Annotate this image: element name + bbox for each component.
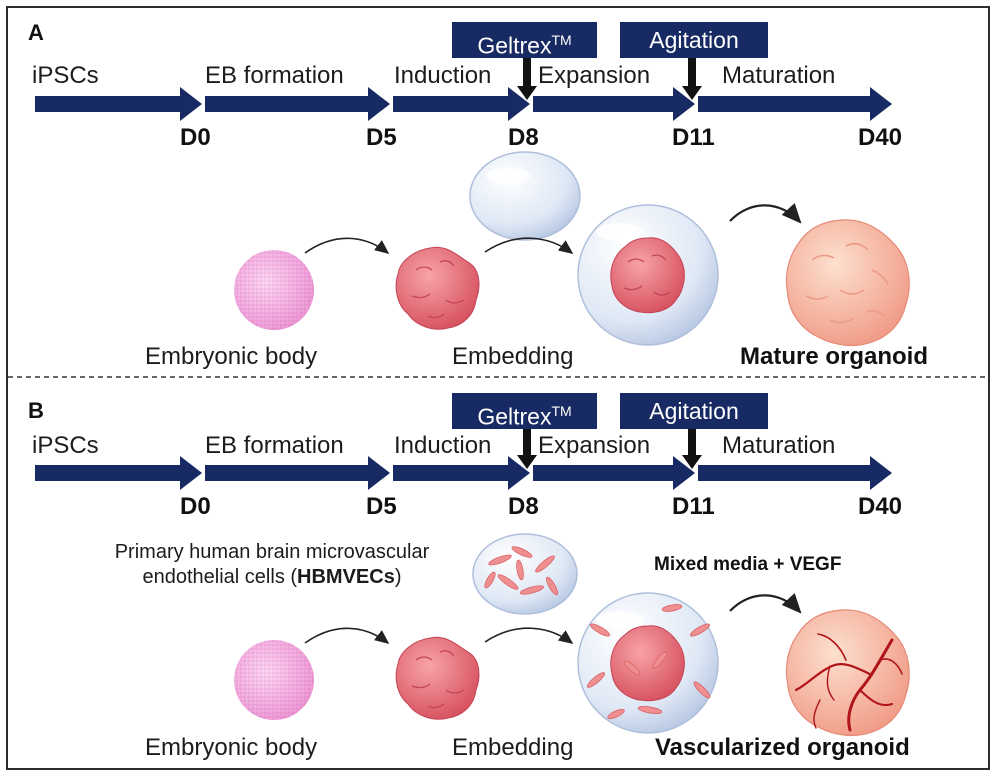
arrow-expansion-a [533, 87, 695, 121]
arrow-maturation-b [698, 456, 892, 490]
hbmvec-line-2-post: ) [394, 566, 402, 588]
geltrex-label-a: Geltrex [477, 32, 552, 59]
caption-embryonic-body-b: Embryonic body [145, 734, 318, 761]
caption-embedding-a: Embedding [452, 343, 574, 370]
curve-arrow-3-a [729, 203, 802, 224]
stage-maturation-a: Maturation [722, 62, 836, 89]
embryonic-body-b [234, 640, 314, 720]
arrow-ipscs-b [35, 456, 202, 490]
day-d11-b: D11 [672, 493, 715, 520]
embedded-organoid-a [577, 204, 719, 346]
curve-arrow-1-a [304, 237, 390, 254]
arrow-ipscs-a [35, 87, 202, 121]
stage-expansion-b: Expansion [538, 432, 651, 459]
day-d0-b: D0 [180, 493, 211, 520]
panel-a-timeline [35, 57, 892, 121]
stage-maturation-b: Maturation [722, 432, 836, 459]
arrow-induction-b [393, 456, 530, 490]
mixed-media-label: Mixed media + VEGF [654, 554, 842, 575]
hbmvec-line-1: Primary human brain microvascular [114, 541, 430, 563]
geltrex-box-b: GeltrexTM [452, 393, 597, 430]
organoid-small-a [395, 246, 480, 330]
organoid-small-b [395, 636, 480, 720]
figure-frame [6, 6, 990, 770]
geltrex-droplet-a [469, 151, 581, 241]
agitation-box-a: Agitation [620, 22, 768, 58]
agitation-box-b: Agitation [620, 393, 768, 429]
day-d5-b: D5 [366, 493, 397, 520]
down-arrow-agitation-b [682, 426, 702, 469]
vascularized-organoid-b [785, 609, 910, 737]
panel-label-b: B [28, 398, 44, 423]
stage-eb-formation-b: EB formation [205, 432, 344, 459]
curve-arrow-2-b [484, 627, 574, 644]
curve-arrow-2-a [484, 237, 574, 254]
caption-mature-organoid-a: Mature organoid [740, 343, 929, 370]
stage-expansion-a: Expansion [538, 62, 651, 89]
geltrex-tm-a: TM [551, 32, 572, 48]
day-d8-b: D8 [508, 493, 539, 520]
day-d5-a: D5 [366, 124, 397, 151]
day-d0-a: D0 [180, 124, 211, 151]
day-d11-a: D11 [672, 124, 715, 151]
stage-ipscs-b: iPSCs [32, 432, 99, 459]
embryonic-body-a [234, 250, 314, 330]
arrow-expansion-b [533, 456, 695, 490]
stage-induction-b: Induction [394, 432, 492, 459]
down-arrow-geltrex-b [517, 426, 537, 469]
day-d8-a: D8 [508, 124, 539, 151]
day-d40-a: D40 [858, 124, 903, 151]
stage-eb-formation-a: EB formation [205, 62, 344, 89]
panel-b-timeline [35, 426, 892, 490]
embedded-organoid-b [577, 592, 719, 734]
caption-embedding-b: Embedding [452, 734, 574, 761]
stage-induction-a: Induction [394, 62, 492, 89]
geltrex-box-a: GeltrexTM [452, 22, 597, 59]
stage-ipscs-a: iPSCs [32, 62, 99, 89]
curve-arrow-1-b [304, 627, 390, 644]
arrow-eb-b [205, 456, 390, 490]
arrow-eb-a [205, 87, 390, 121]
caption-embryonic-body-a: Embryonic body [145, 343, 318, 370]
hbmvec-line-2-pre: endothelial cells ( [142, 566, 298, 588]
hbmvec-line-2: endothelial cells (HBMVECs) [72, 565, 472, 590]
panel-label-a: A [28, 20, 44, 45]
timeline-arrows-b [35, 456, 892, 490]
hbmvec-droplet-b [472, 533, 578, 615]
hbmvec-abbrev: HBMVECs [297, 566, 395, 588]
caption-vascularized-organoid-b: Vascularized organoid [655, 734, 910, 761]
day-d40-b: D40 [858, 493, 903, 520]
arrow-maturation-a [698, 87, 892, 121]
curve-arrow-3-b [729, 593, 802, 614]
hbmvec-label: Primary human brain microvascular endoth… [72, 540, 472, 590]
arrow-induction-a [393, 87, 530, 121]
timeline-arrows-a [35, 87, 892, 121]
geltrex-label-b: Geltrex [477, 403, 552, 430]
down-arrow-agitation-a [682, 57, 702, 100]
geltrex-tm-b: TM [551, 403, 572, 419]
down-arrow-geltrex-a [517, 57, 537, 100]
mature-organoid-a [785, 219, 910, 347]
